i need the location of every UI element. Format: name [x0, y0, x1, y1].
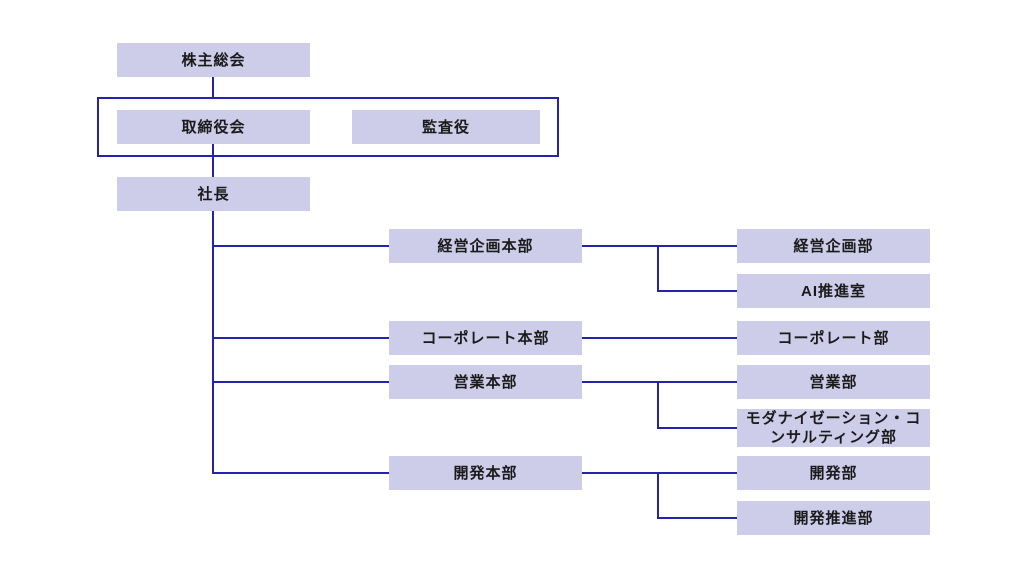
connector-dev-hq-drop: [657, 472, 659, 519]
node-corporate-hq: コーポレート本部: [389, 321, 582, 355]
node-ai-promotion-office: AI推進室: [737, 274, 930, 308]
node-shareholders-meeting: 株主総会: [117, 43, 310, 77]
node-corporate-dept: コーポレート部: [737, 321, 930, 355]
connector-sales-hq-drop: [657, 381, 659, 429]
node-board-of-directors: 取締役会: [117, 110, 310, 144]
connector-branch-dev-hq: [212, 472, 389, 474]
node-sales-hq: 営業本部: [389, 365, 582, 399]
node-development-hq: 開発本部: [389, 456, 582, 490]
connector-board-president: [212, 144, 214, 177]
connector-sales-hq-dept: [582, 381, 737, 383]
connector-dev-hq-dept: [582, 472, 737, 474]
connector-dev-hq-promo: [657, 517, 737, 519]
connector-shareholders-board: [212, 77, 214, 98]
node-modernization-consulting-dept: モダナイゼーション・コンサルティング部: [737, 409, 930, 447]
node-corporate-planning-dept: 経営企画部: [737, 229, 930, 263]
governance-group-frame: [97, 97, 559, 157]
connector-planning-hq-ai: [657, 290, 737, 292]
connector-branch-sales-hq: [212, 381, 389, 383]
connector-planning-hq-dept: [582, 245, 737, 247]
node-sales-dept: 営業部: [737, 365, 930, 399]
connector-sales-hq-modernization: [657, 427, 737, 429]
node-corporate-planning-hq: 経営企画本部: [389, 229, 582, 263]
node-auditor: 監査役: [352, 110, 540, 144]
connector-president-trunk: [212, 211, 214, 474]
node-development-promotion-dept: 開発推進部: [737, 501, 930, 535]
connector-branch-planning-hq: [212, 245, 389, 247]
connector-corporate-hq-dept: [582, 337, 737, 339]
connector-branch-corporate-hq: [212, 337, 389, 339]
node-development-dept: 開発部: [737, 456, 930, 490]
node-president: 社長: [117, 177, 310, 211]
connector-planning-hq-drop: [657, 245, 659, 292]
